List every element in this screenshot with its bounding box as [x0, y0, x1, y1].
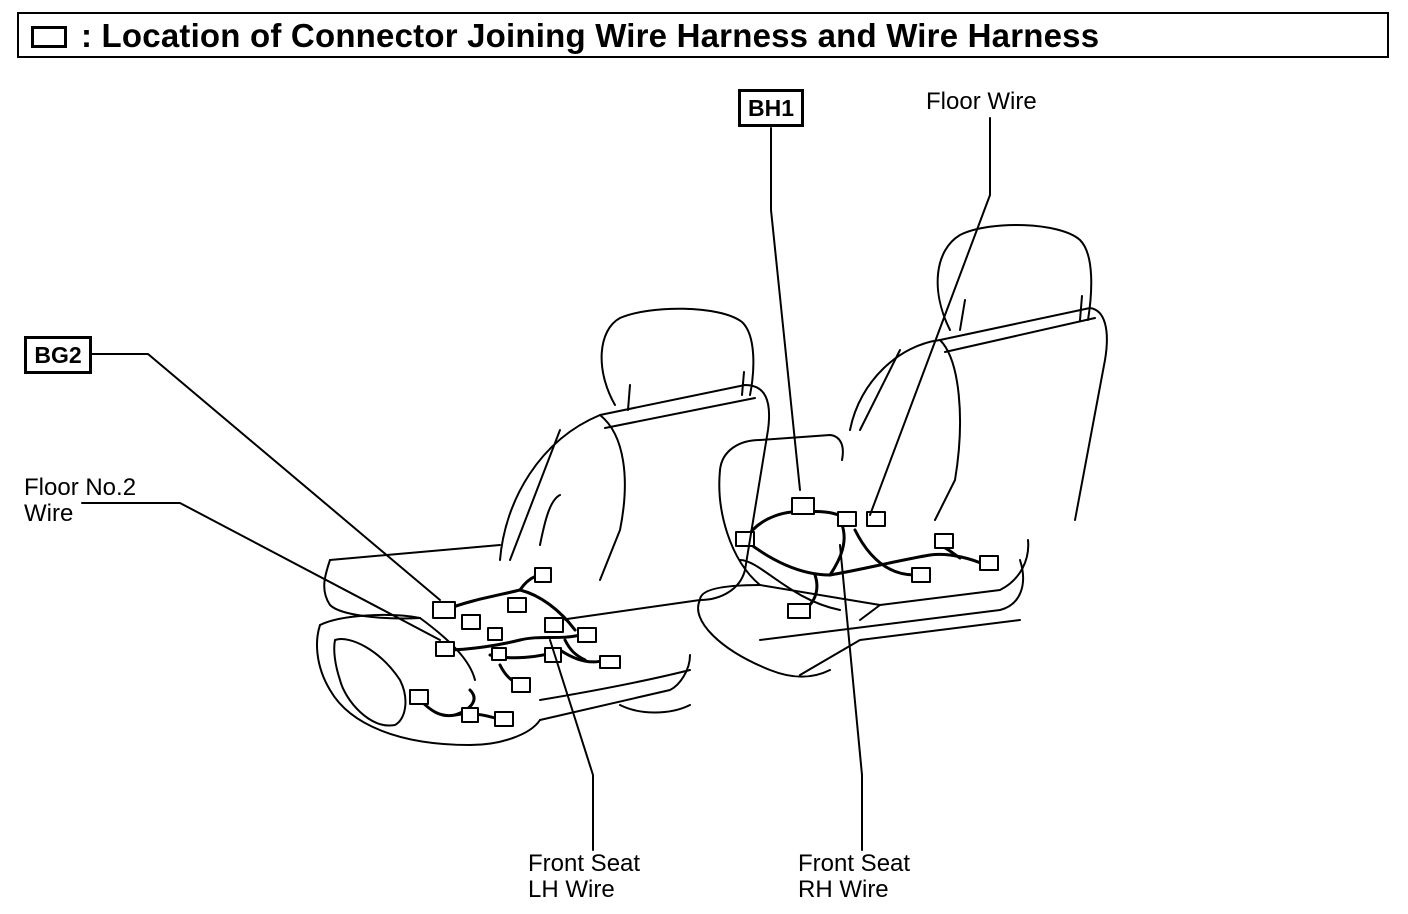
- connector-bg2-box: BG2: [24, 336, 92, 374]
- front-seat-lh-wire-label-line1: Front Seat: [528, 850, 641, 877]
- front-seat-rh-wire-label-line1: Front Seat: [798, 850, 911, 877]
- front-seat-lh-wire-label-line2: LH Wire: [528, 876, 615, 903]
- rh-seat-outline: [697, 224, 1108, 678]
- floor-no2-wire-label-line2: Wire: [24, 500, 74, 527]
- leader-lines: [81, 117, 991, 851]
- lh-seat-outline: [316, 307, 771, 746]
- page-title: : Location of Connector Joining Wire Har…: [81, 17, 1100, 54]
- connector-bg2-label: BG2: [34, 342, 82, 368]
- floor-no2-wire-label-line1: Floor No.2: [24, 474, 137, 501]
- connector-legend-box-icon: [31, 26, 67, 48]
- connector-bh1-box: BH1: [738, 89, 804, 127]
- lh-seat-connectors: [409, 567, 621, 727]
- title-bar: : Location of Connector Joining Wire Har…: [17, 12, 1389, 58]
- connector-bh1-label: BH1: [747, 95, 794, 121]
- rh-seat-connectors: [735, 497, 999, 619]
- front-seat-rh-wire-label-line2: RH Wire: [798, 876, 889, 903]
- floor-wire-label: Floor Wire: [926, 88, 1037, 115]
